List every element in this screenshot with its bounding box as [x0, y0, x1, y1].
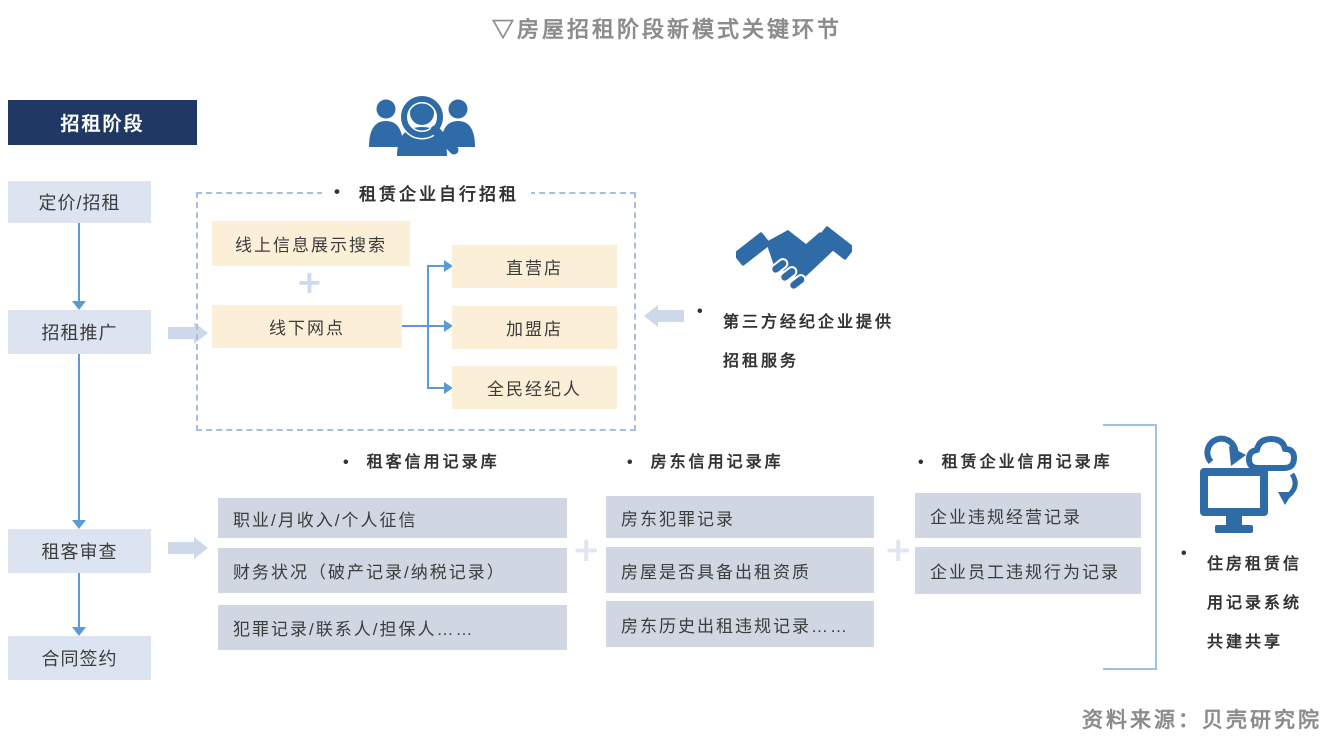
- online-search-box: 线上信息展示搜索: [212, 221, 410, 266]
- branch-arrow-icon: [427, 320, 453, 332]
- third-party-line2: 招租服务: [723, 353, 800, 370]
- flow-arrow-down-icon: [72, 354, 86, 529]
- channel-box-public-broker: 全民经纪人: [452, 366, 617, 409]
- tenant-credit-header: • 租客信用记录库: [343, 448, 500, 472]
- stage-box-contract: 合同签约: [8, 636, 151, 680]
- tenant-record-box: 财务状况（破产记录/纳税记录）: [218, 548, 567, 593]
- enterprise-credit-header-text: 租赁企业信用记录库: [941, 454, 1113, 471]
- credit-system-line2: 用记录系统: [1207, 595, 1303, 612]
- page-title: ▽房屋招租阶段新模式关键环节: [491, 17, 842, 42]
- right-block-arrow-icon: [168, 537, 208, 559]
- branch-arrow-icon: [427, 382, 453, 394]
- landlord-credit-header-text: 房东信用记录库: [650, 454, 784, 471]
- branch-arrow-icon: [427, 260, 453, 272]
- flow-arrow-down-icon: [72, 223, 86, 310]
- tenant-record-box: 职业/月收入/个人征信: [218, 498, 567, 538]
- bullet-icon: •: [334, 182, 343, 201]
- handshake-icon: [736, 226, 852, 291]
- stage-box-pricing: 定价/招租: [8, 181, 151, 223]
- self-rental-label: • 租赁企业自行招租: [322, 180, 531, 204]
- right-block-arrow-icon: [168, 322, 208, 344]
- credit-system-note: • 住房租赁信 用记录系统 共建共享: [1181, 545, 1331, 662]
- stage-box-promotion: 招租推广: [8, 310, 151, 354]
- bullet-icon: •: [918, 454, 927, 471]
- offline-outlets-box: 线下网点: [212, 305, 402, 348]
- people-search-icon: [369, 94, 475, 156]
- source-note: 资料来源：贝壳研究院: [1082, 709, 1322, 732]
- tenant-record-box: 犯罪记录/联系人/担保人……: [218, 605, 567, 650]
- plus-icon: +: [296, 263, 323, 301]
- stage-box-tenant-review: 租客审查: [8, 529, 151, 573]
- third-party-line1: 第三方经纪企业提供: [723, 314, 895, 331]
- connector-line: [427, 265, 429, 389]
- left-block-arrow-icon: [644, 305, 684, 327]
- landlord-record-box: 房东历史出租违规记录……: [606, 601, 874, 647]
- plus-icon: +: [572, 530, 601, 570]
- bullet-icon: •: [627, 454, 636, 471]
- credit-system-line1: 住房租赁信: [1207, 556, 1303, 573]
- tenant-credit-header-text: 租客信用记录库: [366, 454, 500, 471]
- connector-line: [402, 325, 428, 327]
- bullet-icon: •: [697, 303, 706, 320]
- self-rental-label-text: 租赁企业自行招租: [358, 184, 519, 204]
- bullet-icon: •: [1181, 545, 1190, 562]
- landlord-record-box: 房屋是否具备出租资质: [606, 547, 874, 593]
- cloud-computer-sync-icon: [1200, 435, 1298, 533]
- landlord-credit-header: • 房东信用记录库: [627, 448, 784, 472]
- channel-box-direct-store: 直营店: [452, 245, 617, 288]
- enterprise-record-box: 企业员工违规行为记录: [915, 547, 1141, 594]
- grouping-bracket: [1103, 424, 1157, 670]
- channel-box-franchise-store: 加盟店: [452, 306, 617, 349]
- credit-system-line3: 共建共享: [1207, 634, 1284, 651]
- bullet-icon: •: [343, 454, 352, 471]
- flow-arrow-down-icon: [72, 573, 86, 636]
- stage-column-header: 招租阶段: [8, 100, 197, 145]
- third-party-note: • 第三方经纪企业提供 招租服务: [697, 303, 907, 381]
- enterprise-record-box: 企业违规经营记录: [915, 493, 1141, 538]
- enterprise-credit-header: • 租赁企业信用记录库: [918, 448, 1113, 472]
- landlord-record-box: 房东犯罪记录: [606, 496, 874, 538]
- plus-icon: +: [884, 530, 913, 570]
